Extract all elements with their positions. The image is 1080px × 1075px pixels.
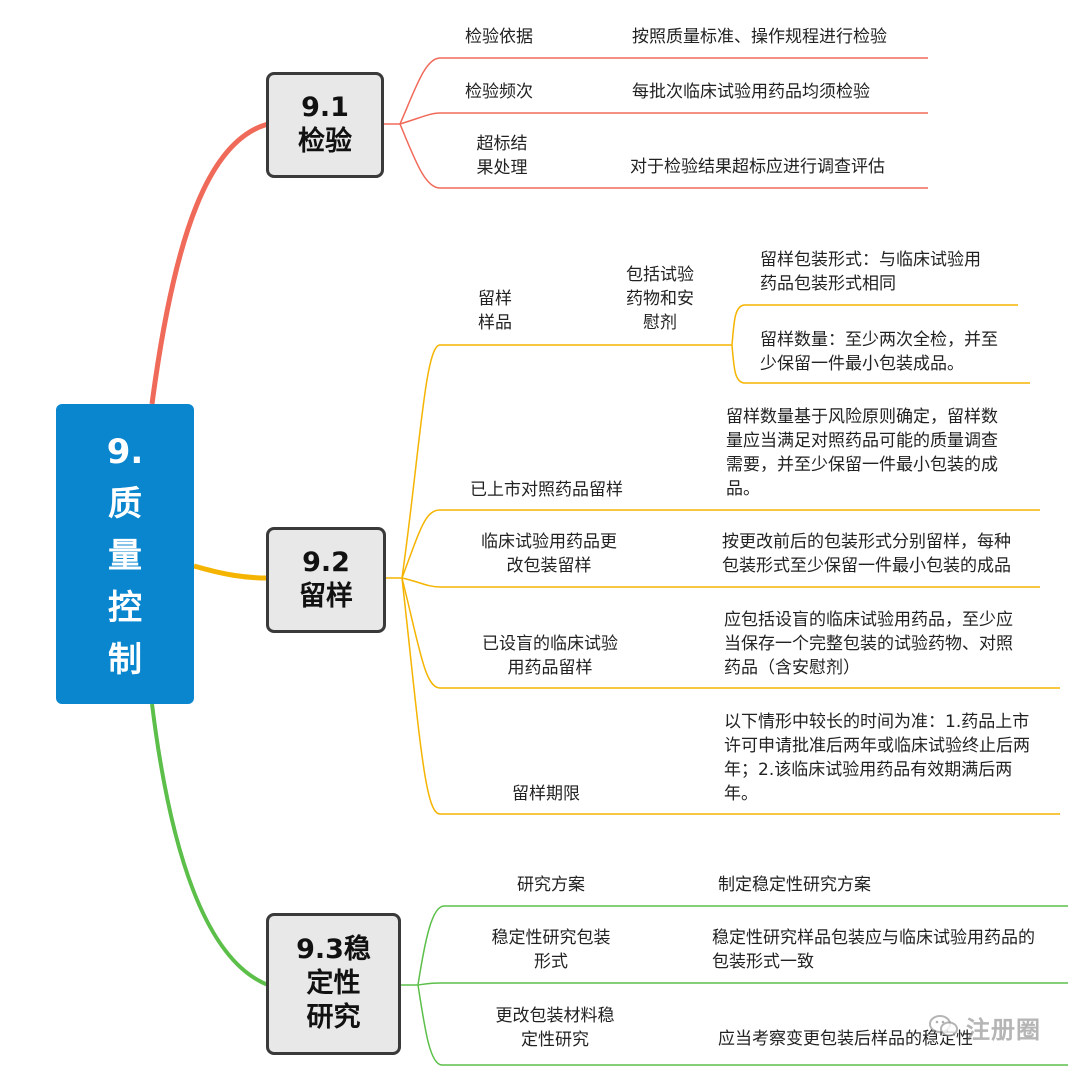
connectors-9-3 [401,905,1068,1066]
branch-node-9-2[interactable]: 9.2 留样 [266,527,386,633]
label-retained-sample: 留样 样品 [470,287,520,335]
value-sample-quantity: 留样数量：至少两次全检，并至 少保留一件最小包装成品。 [760,328,998,376]
value-sample-quantity-line-2: 少保留一件最小包装成品。 [760,354,964,374]
value-marketed-comparator-line-2: 量应当满足对照药品可能的质量调查 [726,431,998,451]
connector-root-9-3 [150,703,269,987]
label-retained-sample-line-1: 留样 [478,289,512,309]
value-packaging-change-stability: 应当考察变更包装后样品的稳定性 [718,1029,973,1049]
value-sample-packaging-line-1: 留样包装形式：与临床试验用 [760,250,981,270]
value-retention-period-line-3: 年；2.该临床试验用药品有效期满后两 [724,760,1013,780]
value-stability-packaging: 稳定性研究样品包装应与临床试验用药品的 包装形式一致 [712,926,1035,974]
label-study-protocol: 研究方案 [517,875,585,895]
label-includes-line-2: 药物和安 [626,289,694,309]
label-stability-packaging-line-2: 形式 [534,952,568,972]
label-repackaging-line-2: 改包装留样 [506,556,592,576]
label-includes-line-3: 慰剂 [643,313,677,333]
value-repackaging-line-2: 包装形式至少保留一件最小包装的成品 [722,556,1011,576]
label-oos-handling-line-1: 超标结 [476,134,528,154]
label-stability-packaging-line-1: 稳定性研究包装 [491,928,611,948]
branch-9-2-title-line-1: 9.2 [302,547,350,578]
label-repackaging-retention: 临床试验用药品更 改包装留样 [468,530,630,578]
value-repackaging-line-1: 按更改前后的包装形式分别留样，每种 [722,532,1011,552]
value-retention-period-line-1: 以下情形中较长的时间为准：1.药品上市 [724,712,1030,732]
value-blinded-line-2: 当保存一个完整包装的试验药物、对照 [724,634,1013,654]
value-retention-period-line-2: 许可申请批准后两年或临床试验终止后两 [724,736,1030,756]
label-retention-period: 留样期限 [512,784,580,804]
branch-9-1-title-line-2: 检验 [298,126,352,157]
label-retained-sample-line-2: 样品 [478,313,512,333]
branch-9-3-title-line-1: 9.3稳 [296,934,371,965]
root-line-1: 9. [106,432,144,472]
branch-node-9-1[interactable]: 9.1 检验 [266,72,384,178]
value-blinded-line-1: 应包括设盲的临床试验用药品，至少应 [724,610,1013,630]
value-retention-period-line-4: 年。 [724,784,758,804]
value-marketed-comparator-line-1: 留样数量基于风险原则确定，留样数 [726,407,998,427]
label-oos-handling-line-2: 果处理 [476,158,528,178]
value-stability-packaging-line-1: 稳定性研究样品包装应与临床试验用药品的 [712,928,1035,948]
label-packaging-change-line-2: 定性研究 [521,1030,589,1050]
value-stability-packaging-line-2: 包装形式一致 [712,952,814,972]
label-includes-line-1: 包括试验 [626,265,694,285]
root-node-quality-control[interactable]: 9. 质 量 控 制 [56,404,194,704]
branch-node-9-3[interactable]: 9.3稳 定性 研究 [266,913,401,1055]
label-packaging-change-stability: 更改包装材料稳 定性研究 [484,1004,626,1052]
root-line-4: 控 [108,588,142,628]
label-inspection-frequency: 检验频次 [465,82,533,102]
root-line-5: 制 [108,640,142,680]
value-inspection-basis: 按照质量标准、操作规程进行检验 [632,27,887,47]
root-line-3: 量 [108,536,142,576]
label-marketed-comparator: 已上市对照药品留样 [470,480,623,500]
label-blinded-line-1: 已设盲的临床试验 [482,634,618,654]
connectors-9-2 [386,304,1060,815]
watermark-text: 注册圈 [966,1016,1041,1044]
branch-9-1-title-line-1: 9.1 [301,92,349,123]
wechat-icon [929,1015,958,1037]
label-includes-drug-placebo: 包括试验 药物和安 慰剂 [616,263,704,335]
root-line-2: 质 [108,484,142,524]
connectors-9-1 [384,57,928,189]
value-inspection-frequency: 每批次临床试验用药品均须检验 [632,82,870,102]
value-marketed-comparator-line-3: 需要，并至少保留一件最小包装的成 [726,455,998,475]
value-sample-packaging-line-2: 药品包装形式相同 [760,274,896,294]
connector-root-9-2 [193,563,269,581]
value-blinded-line-3: 药品（含安慰剂） [724,658,860,678]
value-marketed-comparator-line-4: 品。 [726,479,760,499]
label-oos-handling: 超标结 果处理 [470,132,534,180]
label-blinded-retention: 已设盲的临床试验 用药品留样 [470,632,630,680]
label-packaging-change-line-1: 更改包装材料稳 [495,1006,615,1026]
label-repackaging-line-1: 临床试验用药品更 [481,532,617,552]
branch-9-3-title-line-2: 定性 [306,968,361,999]
value-sample-quantity-line-1: 留样数量：至少两次全检，并至 [760,330,998,350]
branch-9-2-title-line-2: 留样 [299,581,353,612]
value-study-protocol: 制定稳定性研究方案 [718,875,871,895]
value-marketed-comparator: 留样数量基于风险原则确定，留样数 量应当满足对照药品可能的质量调查 需要，并至少… [726,405,998,501]
value-oos-handling: 对于检验结果超标应进行调查评估 [630,157,885,177]
value-retention-period: 以下情形中较长的时间为准：1.药品上市 许可申请批准后两年或临床试验终止后两 年… [724,710,1030,806]
value-blinded-retention: 应包括设盲的临床试验用药品，至少应 当保存一个完整包装的试验药物、对照 药品（含… [724,608,1013,680]
label-stability-packaging: 稳定性研究包装 形式 [480,926,622,974]
connector-root-9-1 [149,121,269,405]
label-inspection-basis: 检验依据 [465,27,533,47]
label-blinded-line-2: 用药品留样 [507,658,593,678]
branch-9-3-title-line-3: 研究 [306,1002,361,1033]
value-sample-packaging: 留样包装形式：与临床试验用 药品包装形式相同 [760,248,981,296]
value-repackaging-retention: 按更改前后的包装形式分别留样，每种 包装形式至少保留一件最小包装的成品 [722,530,1011,578]
